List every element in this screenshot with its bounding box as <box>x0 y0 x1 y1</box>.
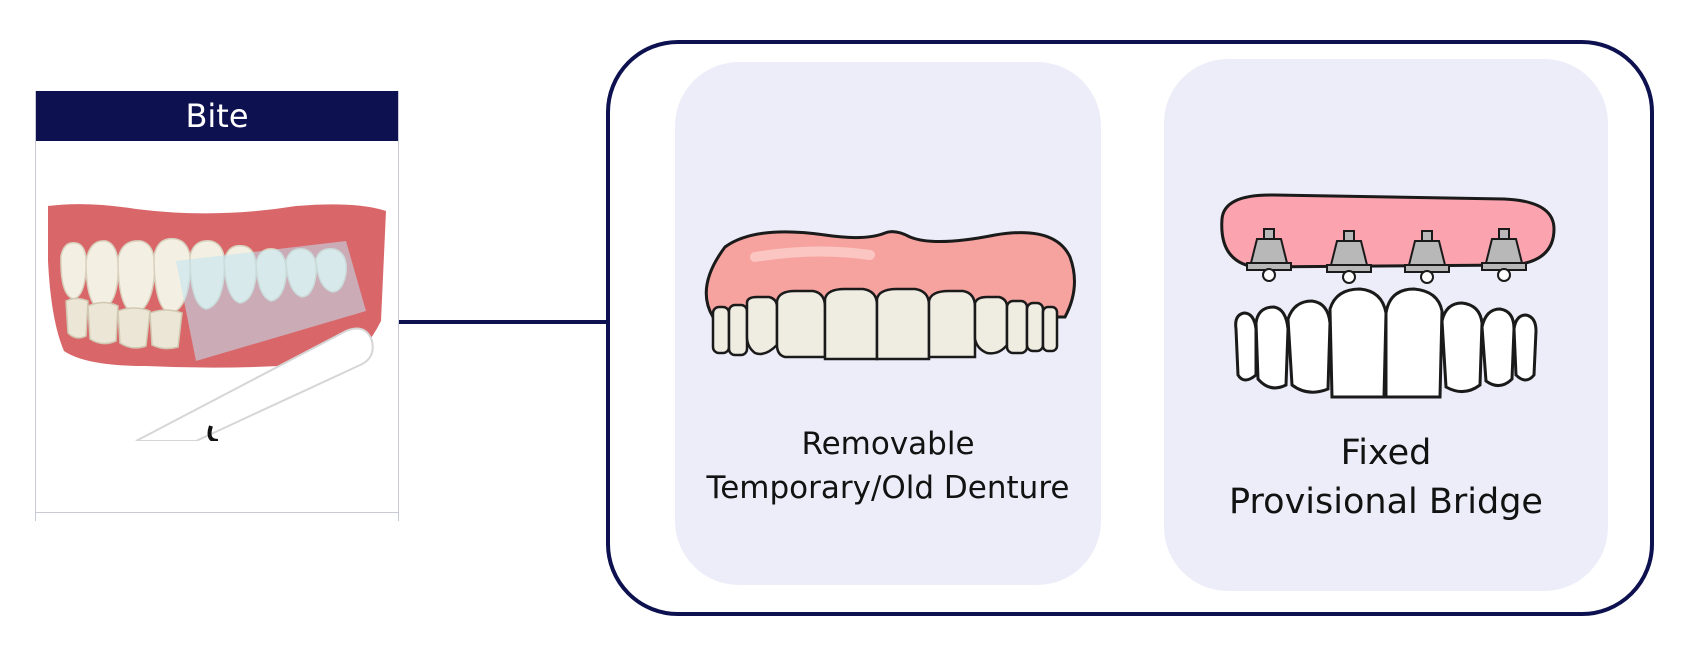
bite-card: Bite <box>35 91 399 521</box>
option-removable-label: Removable Temporary/Old Denture <box>675 422 1101 510</box>
fixed-bridge-icon <box>1220 193 1556 399</box>
option-removable-line2: Temporary/Old Denture <box>706 470 1070 506</box>
bite-scan-image <box>48 204 386 441</box>
bite-card-bottom-border <box>36 512 398 513</box>
connector-line <box>399 320 607 324</box>
option-fixed-line2: Provisional Bridge <box>1229 482 1543 522</box>
option-removable-denture: Removable Temporary/Old Denture <box>675 62 1101 585</box>
option-fixed-label: Fixed Provisional Bridge <box>1164 429 1608 527</box>
option-fixed-bridge: Fixed Provisional Bridge <box>1164 59 1608 591</box>
option-removable-line1: Removable <box>801 426 975 462</box>
option-fixed-line1: Fixed <box>1340 433 1432 473</box>
removable-denture-icon <box>704 230 1076 361</box>
bite-title: Bite <box>36 91 398 141</box>
